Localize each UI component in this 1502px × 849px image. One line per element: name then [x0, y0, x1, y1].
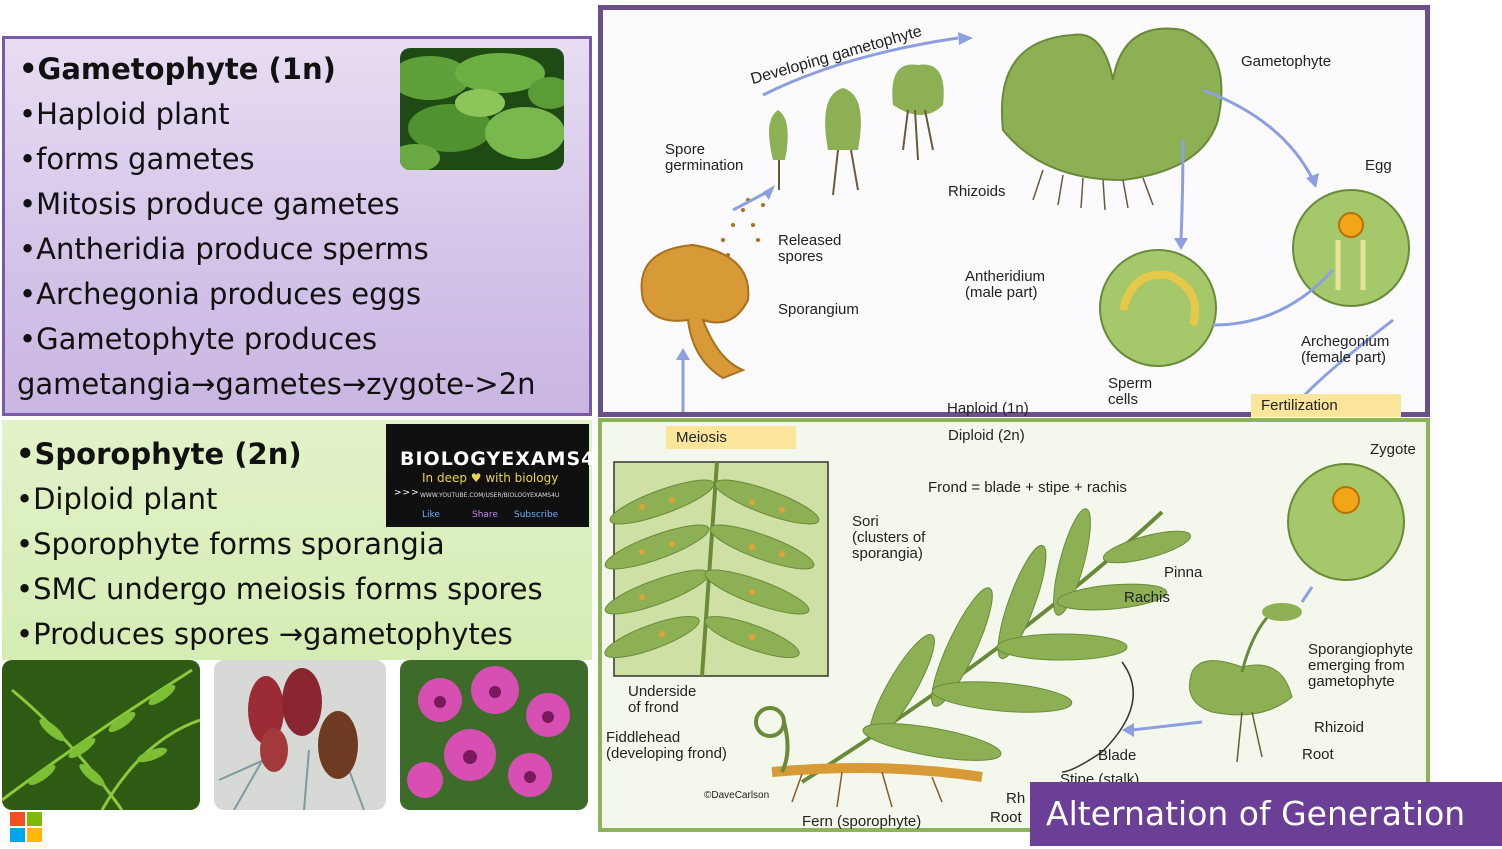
frond-formula-label: Frond = blade + stipe + rachis: [928, 479, 1127, 496]
released-spores-label: Released spores: [778, 232, 842, 265]
channel-logo: BIOLOGYEXAMS4U In deep ♥ with biology >>…: [386, 424, 611, 527]
logo-share: Share: [472, 510, 498, 520]
rhizoid-label: Rhizoid: [1314, 719, 1365, 736]
sporophyte-list: •Sporophyte (2n) •Diploid plant •Sporoph…: [16, 432, 543, 657]
rachis-label: Rachis: [1124, 589, 1170, 606]
logo-subscribe: Subscribe: [514, 510, 559, 520]
credit-label: ©DaveCarlson: [704, 790, 770, 801]
egg-label: Egg: [1365, 157, 1392, 174]
sori-label: Sori (clusters of sporangia): [852, 513, 926, 562]
fiddlehead-label: Fiddlehead (developing frond): [606, 729, 727, 762]
sporophyte-panel: •Sporophyte (2n) •Diploid plant •Sporoph…: [2, 420, 592, 660]
rhizoids-label: Rhizoids: [948, 183, 1006, 200]
root-right-label: Root: [1302, 746, 1334, 763]
diploid-label: Diploid (2n): [948, 427, 1025, 444]
underside-label: Underside of frond: [628, 683, 697, 716]
fern-photo: [2, 660, 200, 810]
fern-label: Fern (sporophyte): [802, 813, 922, 830]
gametophyte-item: •Haploid plant: [19, 97, 230, 131]
gametophyte-item: •Gametophyte (1n): [19, 52, 336, 86]
gametophyte-item: •Mitosis produce gametes: [19, 187, 400, 221]
antheridium-label: Antheridium (male part): [965, 268, 1046, 301]
sporophyte-item: •Sporophyte forms sporangia: [16, 527, 445, 561]
cone-photo: [214, 660, 386, 810]
pinna-label: Pinna: [1164, 564, 1203, 581]
logo-url: WWW.YOUTUBE.COM/USER/BIOLOGYEXAMS4U: [420, 492, 560, 499]
windows-icon: [8, 810, 44, 844]
archegonium-label: Archegonium (female part): [1301, 333, 1390, 366]
sporophyte-item: •SMC undergo meiosis forms spores: [16, 572, 543, 606]
gametophyte-item: •Antheridia produce sperms: [19, 232, 429, 266]
root-bottom-label: Root: [990, 809, 1022, 826]
rhizome-label: Rh: [1006, 790, 1026, 807]
gametophyte-item: •Archegonia produces eggs: [19, 277, 422, 311]
slide-title: Alternation of Generation: [1030, 782, 1502, 846]
gametophyte-illustrations: [640, 27, 1410, 412]
sporophyte-illustrations: [604, 461, 1405, 808]
sporophyte-item: •Sporophyte (2n): [16, 437, 302, 471]
gametophyte-label: Gametophyte: [1241, 53, 1332, 70]
blade-label: Blade: [1098, 747, 1137, 764]
gametophyte-list: •Gametophyte (1n) •Haploid plant •forms …: [17, 47, 536, 407]
meiosis-tag: Meiosis: [666, 426, 796, 449]
liverwort-photo: [400, 48, 564, 170]
logo-like: Like: [422, 510, 440, 520]
gametophyte-item: gametangia→gametes→zygote->2n: [17, 367, 536, 401]
fertilization-tag: Fertilization: [1251, 394, 1401, 417]
zygote-label: Zygote: [1370, 441, 1416, 458]
sporophyte-item: •Produces spores →gametophytes: [16, 617, 513, 651]
gametophyte-item: •forms gametes: [19, 142, 255, 176]
sperm-cells-label: Sperm cells: [1108, 375, 1153, 408]
haploid-label: Haploid (1n): [947, 400, 1029, 417]
diploid-diagram: Meiosis Diploid (2n) Frond = blade + sti…: [598, 418, 1430, 832]
orchid-photo: [400, 660, 588, 810]
spore-germination-label: Spore germination: [665, 141, 744, 174]
sporangiophyte-label: Sporangiophyte emerging from gametophyte: [1308, 641, 1414, 690]
logo-name: BIOLOGYEXAMS4U: [400, 448, 612, 470]
sporangium-label: Sporangium: [778, 301, 859, 318]
gametophyte-item: •Gametophyte produces: [19, 322, 378, 356]
logo-tagline: In deep ♥ with biology: [422, 471, 559, 485]
haploid-diagram: Developing gametophyte Gametophyte Spore…: [598, 5, 1430, 417]
sporophyte-item: •Diploid plant: [16, 482, 218, 516]
